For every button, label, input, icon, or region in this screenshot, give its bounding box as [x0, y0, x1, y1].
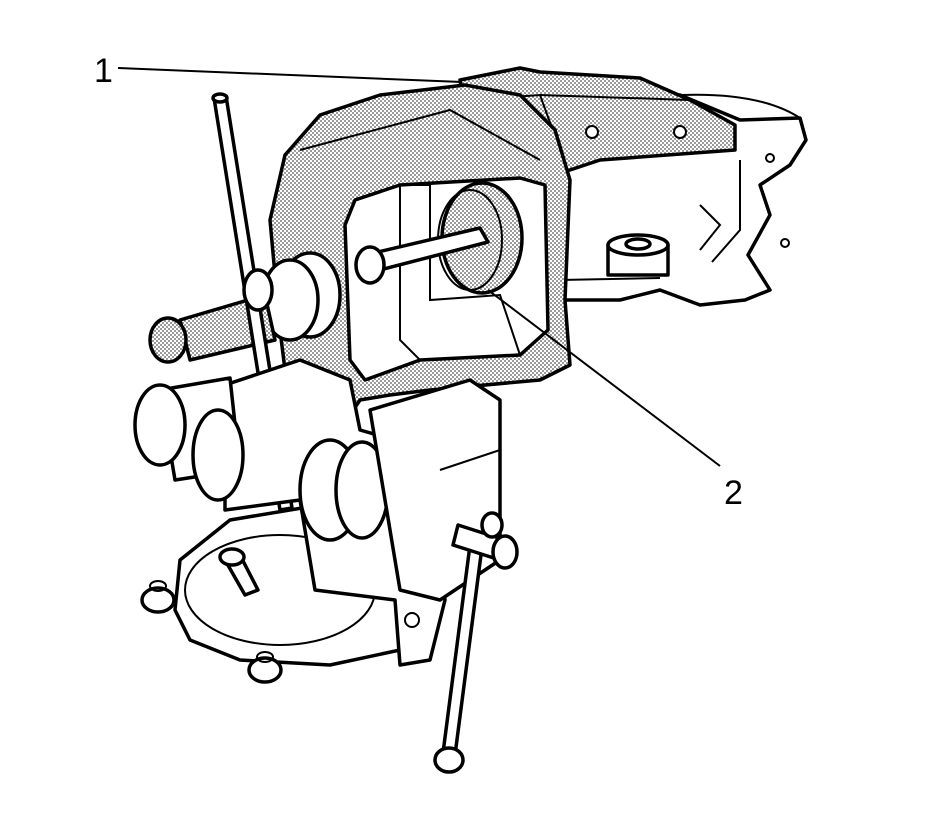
- callout-2-leader: [487, 289, 721, 467]
- collar-nut: [260, 251, 342, 342]
- bench-vise: [133, 358, 502, 684]
- callout-1-leader: [117, 67, 463, 83]
- forcing-screw: [354, 226, 490, 285]
- vise-handle: [433, 511, 519, 774]
- housing-bushing: [606, 233, 670, 277]
- callout-2-label: 2: [724, 474, 743, 512]
- callout-1-label: 1: [94, 52, 113, 90]
